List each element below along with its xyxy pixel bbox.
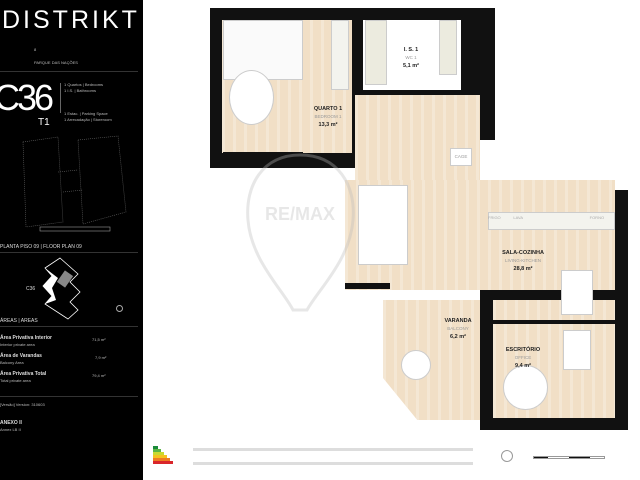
typology: T1 [38, 117, 50, 128]
feature-bedrooms: 1 Quartos | Bedrooms [64, 82, 104, 87]
area-value: 79,4 m² [92, 373, 106, 378]
kitchen-counter [488, 212, 615, 230]
scale-bar [533, 456, 605, 459]
divider [0, 252, 138, 253]
floor-key-map [42, 257, 81, 320]
version: [Versão] Version: 310603 [0, 402, 45, 407]
map-unit-label: C36 [26, 286, 36, 292]
annex-sub: Annex LB II [0, 427, 21, 432]
north-arrow-icon [501, 450, 513, 462]
area-sub: Interior private area [0, 342, 35, 347]
area-value: 7,9 m² [95, 355, 107, 360]
building-illustration [22, 135, 127, 232]
energy-rating-icon [153, 446, 173, 464]
disclaimer-text [193, 462, 473, 465]
desk [563, 330, 591, 370]
feature-parking: 1 Estac. | Parking Space [64, 111, 108, 116]
storage-cage: CAGE [450, 148, 472, 166]
area-label: Área de Varandas [0, 353, 42, 359]
wall [493, 320, 615, 324]
fridge-label: FRIGO [488, 215, 501, 220]
area-label: Área Privativa Total [0, 371, 47, 377]
feature-storage: 1 Arrecadação | Storeroom [64, 117, 112, 122]
remax-watermark: RE/MAX [246, 153, 355, 312]
sofa [358, 185, 408, 265]
brand-logo: DISTRIKT [2, 6, 140, 34]
divider [0, 71, 138, 72]
area-sub: Balcony Area [0, 360, 24, 365]
areas-title: ÁREAS | AREAS [0, 318, 38, 324]
area-label: Área Privativa Interior [0, 335, 52, 341]
area-value: 71,5 m² [92, 337, 106, 342]
rug [229, 70, 274, 125]
disclaimer-text [193, 448, 473, 451]
kitchen-appliances: FRIGO LAVA FORNO [488, 215, 615, 220]
wall [345, 283, 390, 289]
info-sidebar: DISTRIKT 8 PARQUE DAS NAÇÕES C36 T1 1 Qu… [0, 0, 143, 480]
bed [223, 20, 303, 80]
dishwasher-label: LAVA [513, 215, 524, 220]
bathtub [365, 20, 387, 85]
wardrobe [331, 20, 349, 90]
feature-bathrooms: 1 I.S. | Bathrooms [64, 88, 96, 93]
floor-plan-title: PLANTA PISO 09 | FLOOR PLAN 09 [0, 244, 82, 250]
unit-code: C36 [0, 77, 54, 118]
divider [60, 83, 61, 113]
annex-title: ANEXO II [0, 420, 22, 426]
dining-table [561, 270, 593, 315]
hallway-floor [355, 95, 480, 195]
location: PARQUE DAS NAÇÕES [34, 60, 78, 65]
wall [223, 152, 303, 166]
balcony-table [401, 350, 431, 380]
vanity [439, 20, 457, 75]
divider [0, 326, 138, 327]
area-sub: Total private area [0, 378, 31, 383]
wall [480, 290, 493, 420]
building-number: 8 [34, 47, 37, 52]
divider [0, 396, 138, 397]
north-icon [116, 305, 123, 312]
oven-label: FORNO [589, 215, 605, 220]
balcony-floor [383, 300, 481, 420]
office-rug [503, 365, 548, 410]
watermark-text: RE/MAX [265, 204, 335, 224]
